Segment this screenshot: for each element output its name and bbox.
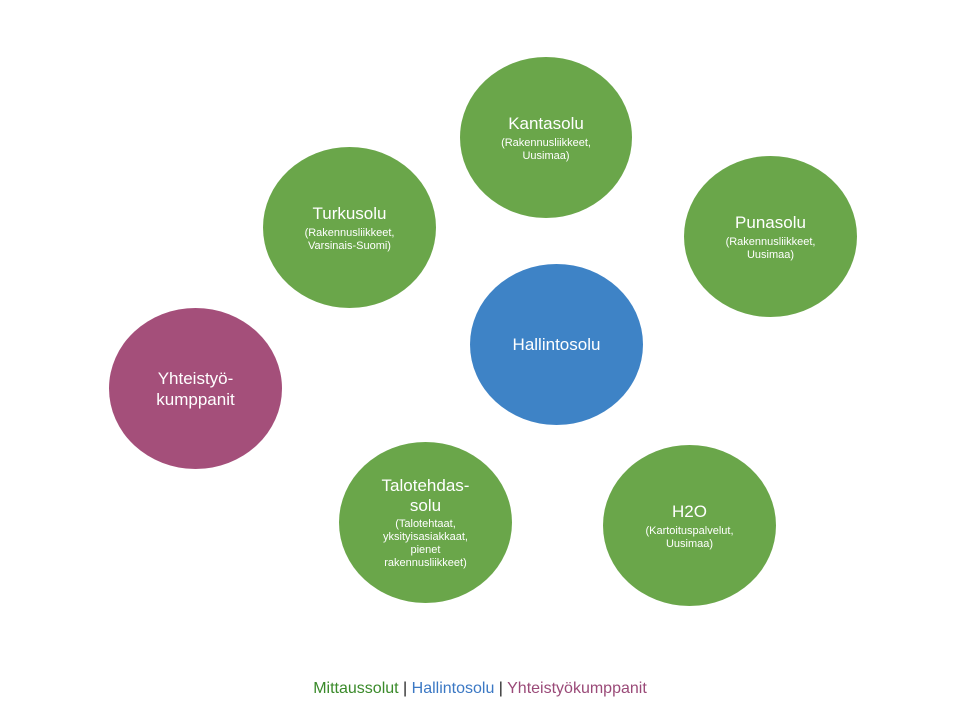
cell-kantasolu-subtitle: (Rakennusliikkeet, Uusimaa) [501,136,591,162]
cell-punasolu-title: Punasolu [735,212,806,232]
cell-punasolu: Punasolu (Rakennusliikkeet, Uusimaa) [684,156,857,317]
legend: Mittaussolut | Hallintosolu | Yhteistyök… [0,679,960,699]
cell-kantasolu: Kantasolu (Rakennusliikkeet, Uusimaa) [460,57,632,218]
legend-separator: | [494,680,508,697]
cell-yhteistyokumppanit-title: Yhteistyö- kumppanit [156,368,235,409]
legend-mittaussolut: Mittaussolut [313,680,399,697]
cell-turkusolu-subtitle: (Rakennusliikkeet, Varsinais-Suomi) [304,226,395,252]
cell-talotehdassolu-subtitle: (Talotehtaat, yksityisasiakkaat, pienet … [383,517,468,569]
cell-turkusolu-title: Turkusolu [312,203,387,223]
legend-yhteistyokumppanit: Yhteistyökumppanit [507,680,647,697]
cell-h2o-title: H2O [672,501,707,521]
cell-h2o-subtitle: (Kartoituspalvelut, Uusimaa) [645,524,734,550]
cell-hallintosolu: Hallintosolu [470,264,643,425]
cell-turkusolu: Turkusolu (Rakennusliikkeet, Varsinais-S… [263,147,436,308]
cell-kantasolu-title: Kantasolu [508,113,584,133]
cell-punasolu-subtitle: (Rakennusliikkeet, Uusimaa) [725,235,816,261]
cell-talotehdassolu: Talotehdas- solu (Talotehtaat, yksityisa… [339,442,512,603]
cell-h2o: H2O (Kartoituspalvelut, Uusimaa) [603,445,776,606]
cell-talotehdassolu-title: Talotehdas- solu [381,475,470,515]
cell-hallintosolu-title: Hallintosolu [512,335,601,354]
legend-separator: | [398,680,412,697]
legend-hallintosolu: Hallintosolu [411,680,495,697]
cell-yhteistyokumppanit: Yhteistyö- kumppanit [109,308,282,469]
